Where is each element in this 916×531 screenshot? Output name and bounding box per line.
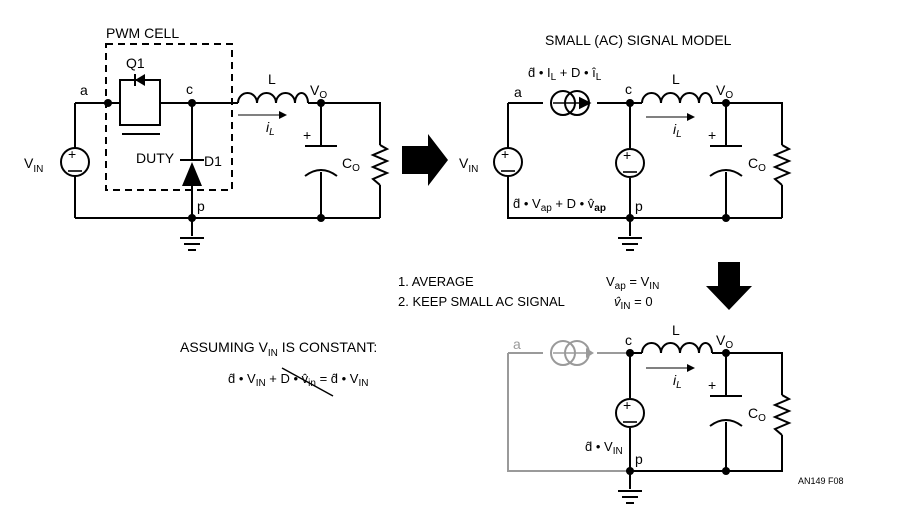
dependent-current-source <box>550 90 592 116</box>
inductor-l <box>641 92 713 104</box>
vin-label: VIN <box>24 155 43 175</box>
cap-label: CO <box>748 155 766 174</box>
inductor-l <box>237 92 309 104</box>
step-average: 1. AVERAGE <box>398 274 474 289</box>
node-a-label: a <box>513 336 521 352</box>
wire-inactive-left <box>507 353 630 472</box>
capacitor-co <box>709 145 743 177</box>
capacitor-co <box>304 145 338 177</box>
current-label: iL <box>673 372 682 391</box>
pwm-cell-box <box>105 43 233 191</box>
figure-id: AN149 F08 <box>798 476 844 486</box>
node-c-dot <box>188 99 196 107</box>
node-p-dot <box>626 467 634 475</box>
cap-label: CO <box>342 155 360 174</box>
node-a-dot <box>104 99 112 107</box>
node-p-label: p <box>635 198 643 214</box>
arrow-down-icon <box>706 262 752 310</box>
node-c-label: c <box>186 81 193 97</box>
switch-q1 <box>108 74 161 135</box>
top-source-expr: d̂ • IL + D • îL <box>528 65 602 83</box>
cap-plus: + <box>708 127 716 143</box>
dependent-voltage-source: + <box>615 147 645 178</box>
cap-plus: + <box>303 127 311 143</box>
node-c-dot <box>626 99 634 107</box>
node-a-label: a <box>514 84 522 100</box>
svg-text:+: + <box>501 146 509 162</box>
inductor-l <box>641 342 713 354</box>
circuit-small-signal-model: SMALL (AC) SIGNAL MODEL d̂ • IL + D • îL… <box>459 32 792 251</box>
cap-plus: + <box>708 377 716 393</box>
dependent-voltage-source-3: + <box>615 397 645 428</box>
svg-text:+: + <box>68 146 76 162</box>
node-a-label: a <box>80 82 88 98</box>
node-gnd-dot <box>317 214 325 222</box>
pwm-cell-title: PWM CELL <box>106 25 179 41</box>
circuit-pwm-converter: + VIN PWM CELL Q1 DUTY D1 a c p <box>24 25 390 251</box>
bottom-source-expr: d̂ • Vap + D • v̂ap <box>513 196 606 214</box>
node-c-dot <box>626 349 634 357</box>
node-c-label: c <box>625 81 632 97</box>
eq-vap: Vap = VIN <box>606 274 659 292</box>
current-label: iL <box>266 119 275 138</box>
vin-label-2: VIN <box>459 155 478 175</box>
wire-left-bottom <box>507 103 782 219</box>
svg-text:+: + <box>623 147 631 163</box>
arrow-right-icon <box>402 134 448 186</box>
node-p-dot <box>626 214 634 222</box>
node-gnd-dot <box>722 467 730 475</box>
load-resistor <box>772 144 792 186</box>
node-vo-dot <box>317 99 325 107</box>
step-keep-ac: 2. KEEP SMALL AC SIGNAL <box>398 294 565 309</box>
inductor-label: L <box>672 322 680 338</box>
load-resistor <box>370 144 390 186</box>
strike-through-line <box>281 367 334 397</box>
assumption-title: ASSUMING VIN IS CONSTANT: <box>180 339 377 359</box>
node-p-label: p <box>197 198 205 214</box>
assumption-expr: d̂ • VIN + D • v̂in = d̂ • VIN <box>228 371 368 389</box>
node-p-label: p <box>635 451 643 467</box>
inactive-current-source <box>550 340 594 366</box>
q1-label: Q1 <box>126 55 145 71</box>
ground-symbol-3 <box>618 490 642 504</box>
load-resistor <box>772 394 792 436</box>
cap-label: CO <box>748 405 766 424</box>
vo-label: VO <box>716 332 733 351</box>
inductor-label: L <box>672 71 680 87</box>
inductor-label: L <box>268 71 276 87</box>
diode-d1 <box>180 159 204 186</box>
current-label: iL <box>673 121 682 140</box>
node-vo-dot <box>722 99 730 107</box>
node-vo-dot <box>722 349 730 357</box>
d1-label: D1 <box>204 153 222 169</box>
vo-label: VO <box>310 82 327 101</box>
svg-text:+: + <box>623 397 631 413</box>
vo-label: VO <box>716 82 733 101</box>
vin-source-2: + <box>493 146 523 177</box>
wire-active <box>630 352 783 472</box>
vin-source: + <box>60 146 90 177</box>
ground-symbol <box>180 237 204 251</box>
duty-label: DUTY <box>136 150 175 166</box>
circuit-reduced-model: a + d̂ • VIN c p L VO iL + <box>507 322 792 504</box>
model-title: SMALL (AC) SIGNAL MODEL <box>545 32 732 48</box>
wire-output-right <box>308 102 381 218</box>
capacitor-co <box>709 395 743 427</box>
node-c-label: c <box>625 332 632 348</box>
ground-symbol-2 <box>618 237 642 251</box>
source-expr: d̂ • VIN <box>585 439 623 457</box>
node-gnd-dot <box>722 214 730 222</box>
node-p-dot <box>188 214 196 222</box>
wire-output-right <box>712 102 783 218</box>
eq-vin-ac: v̂IN = 0 <box>614 294 653 312</box>
